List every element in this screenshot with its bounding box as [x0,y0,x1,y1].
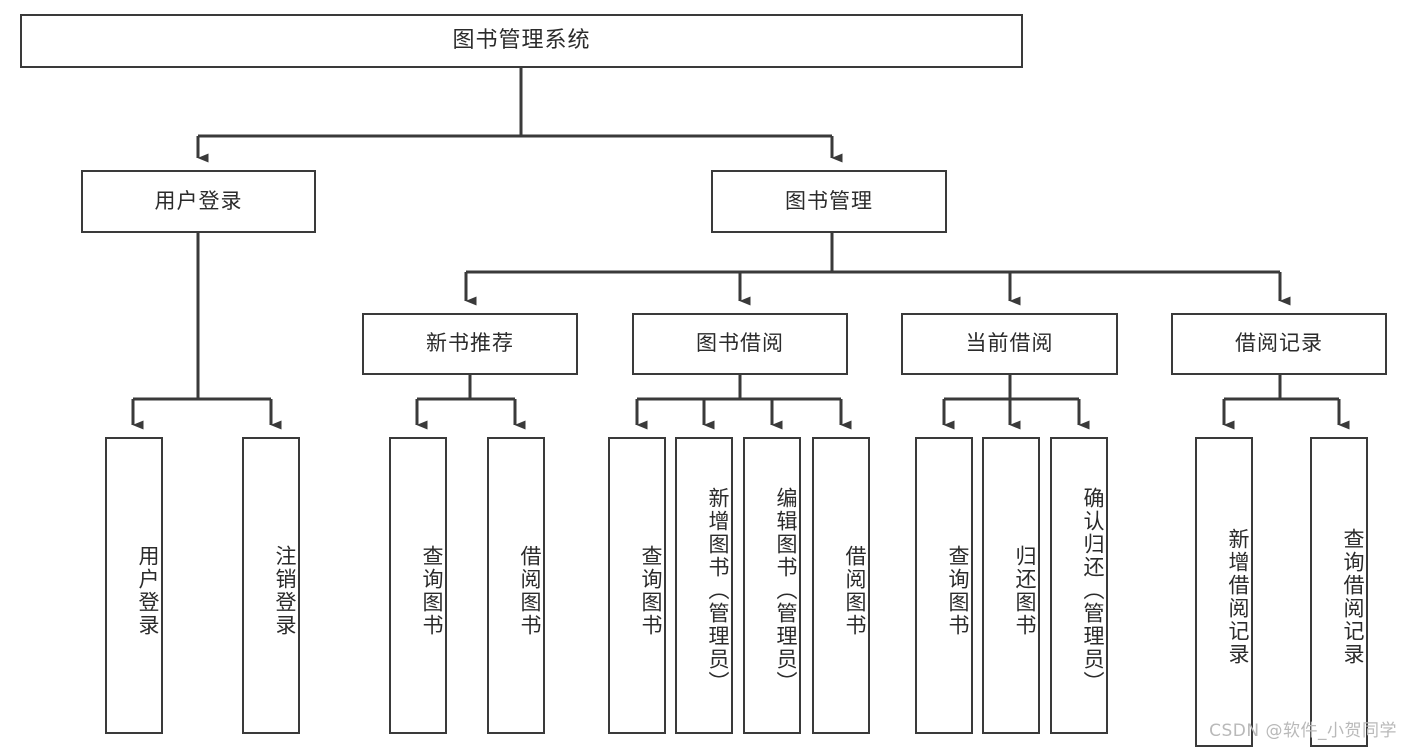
leaf-label: 编辑图书（管理员） [774,487,798,694]
edges-userlogin-to-leaves [131,233,282,430]
leaf-label: 用户登录 [136,544,160,637]
leaf-user-login[interactable]: 用户登录 [105,437,163,734]
leaf-label: 借阅图书 [518,544,542,637]
leaf-label: 新增借阅记录 [1226,528,1250,666]
leaf-borrow-book[interactable]: 借阅图书 [812,437,870,734]
leaf-label: 注销登录 [273,544,297,637]
csdn-watermark: CSDN @软件_小贺同学 [1209,721,1397,741]
leaf-label: 归还图书 [1013,544,1037,637]
leaf-label: 查询图书 [420,544,444,637]
leaf-label: 查询图书 [639,544,663,637]
leaf-query-book-current[interactable]: 查询图书 [915,437,973,734]
leaf-logout[interactable]: 注销登录 [242,437,300,734]
edges-currentborrow-to-leaves [942,375,1090,430]
leaf-query-book-borrow[interactable]: 查询图书 [608,437,666,734]
leaf-query-borrow-record[interactable]: 查询借阅记录 [1310,437,1368,747]
node-borrow-record[interactable]: 借阅记录 [1171,313,1387,375]
leaf-confirm-return-admin[interactable]: 确认归还（管理员） [1050,437,1108,734]
leaf-label: 查询借阅记录 [1341,528,1365,666]
leaf-label: 确认归还（管理员） [1081,487,1105,694]
leaf-edit-book-admin[interactable]: 编辑图书（管理员） [743,437,801,734]
leaf-add-borrow-record[interactable]: 新增借阅记录 [1195,437,1253,747]
node-user-login[interactable]: 用户登录 [81,170,316,233]
node-book-management[interactable]: 图书管理 [711,170,947,233]
edges-level1-to-level2 [196,68,843,163]
edges-record-to-leaves [1222,375,1350,430]
leaf-add-book-admin[interactable]: 新增图书（管理员） [675,437,733,734]
leaf-query-book-newbook[interactable]: 查询图书 [389,437,447,734]
edges-newbook-to-leaves [415,375,526,430]
node-root-system[interactable]: 图书管理系统 [20,14,1023,68]
edges-bookborrow-to-leaves [635,375,852,430]
node-book-borrow[interactable]: 图书借阅 [632,313,848,375]
edges-level2-to-level3 [464,233,1291,306]
node-new-book-recommend[interactable]: 新书推荐 [362,313,578,375]
leaf-borrow-book-newbook[interactable]: 借阅图书 [487,437,545,734]
leaf-label: 查询图书 [946,544,970,637]
node-current-borrow[interactable]: 当前借阅 [901,313,1118,375]
leaf-return-book[interactable]: 归还图书 [982,437,1040,734]
leaf-label: 新增图书（管理员） [706,487,730,694]
leaf-label: 借阅图书 [843,544,867,637]
